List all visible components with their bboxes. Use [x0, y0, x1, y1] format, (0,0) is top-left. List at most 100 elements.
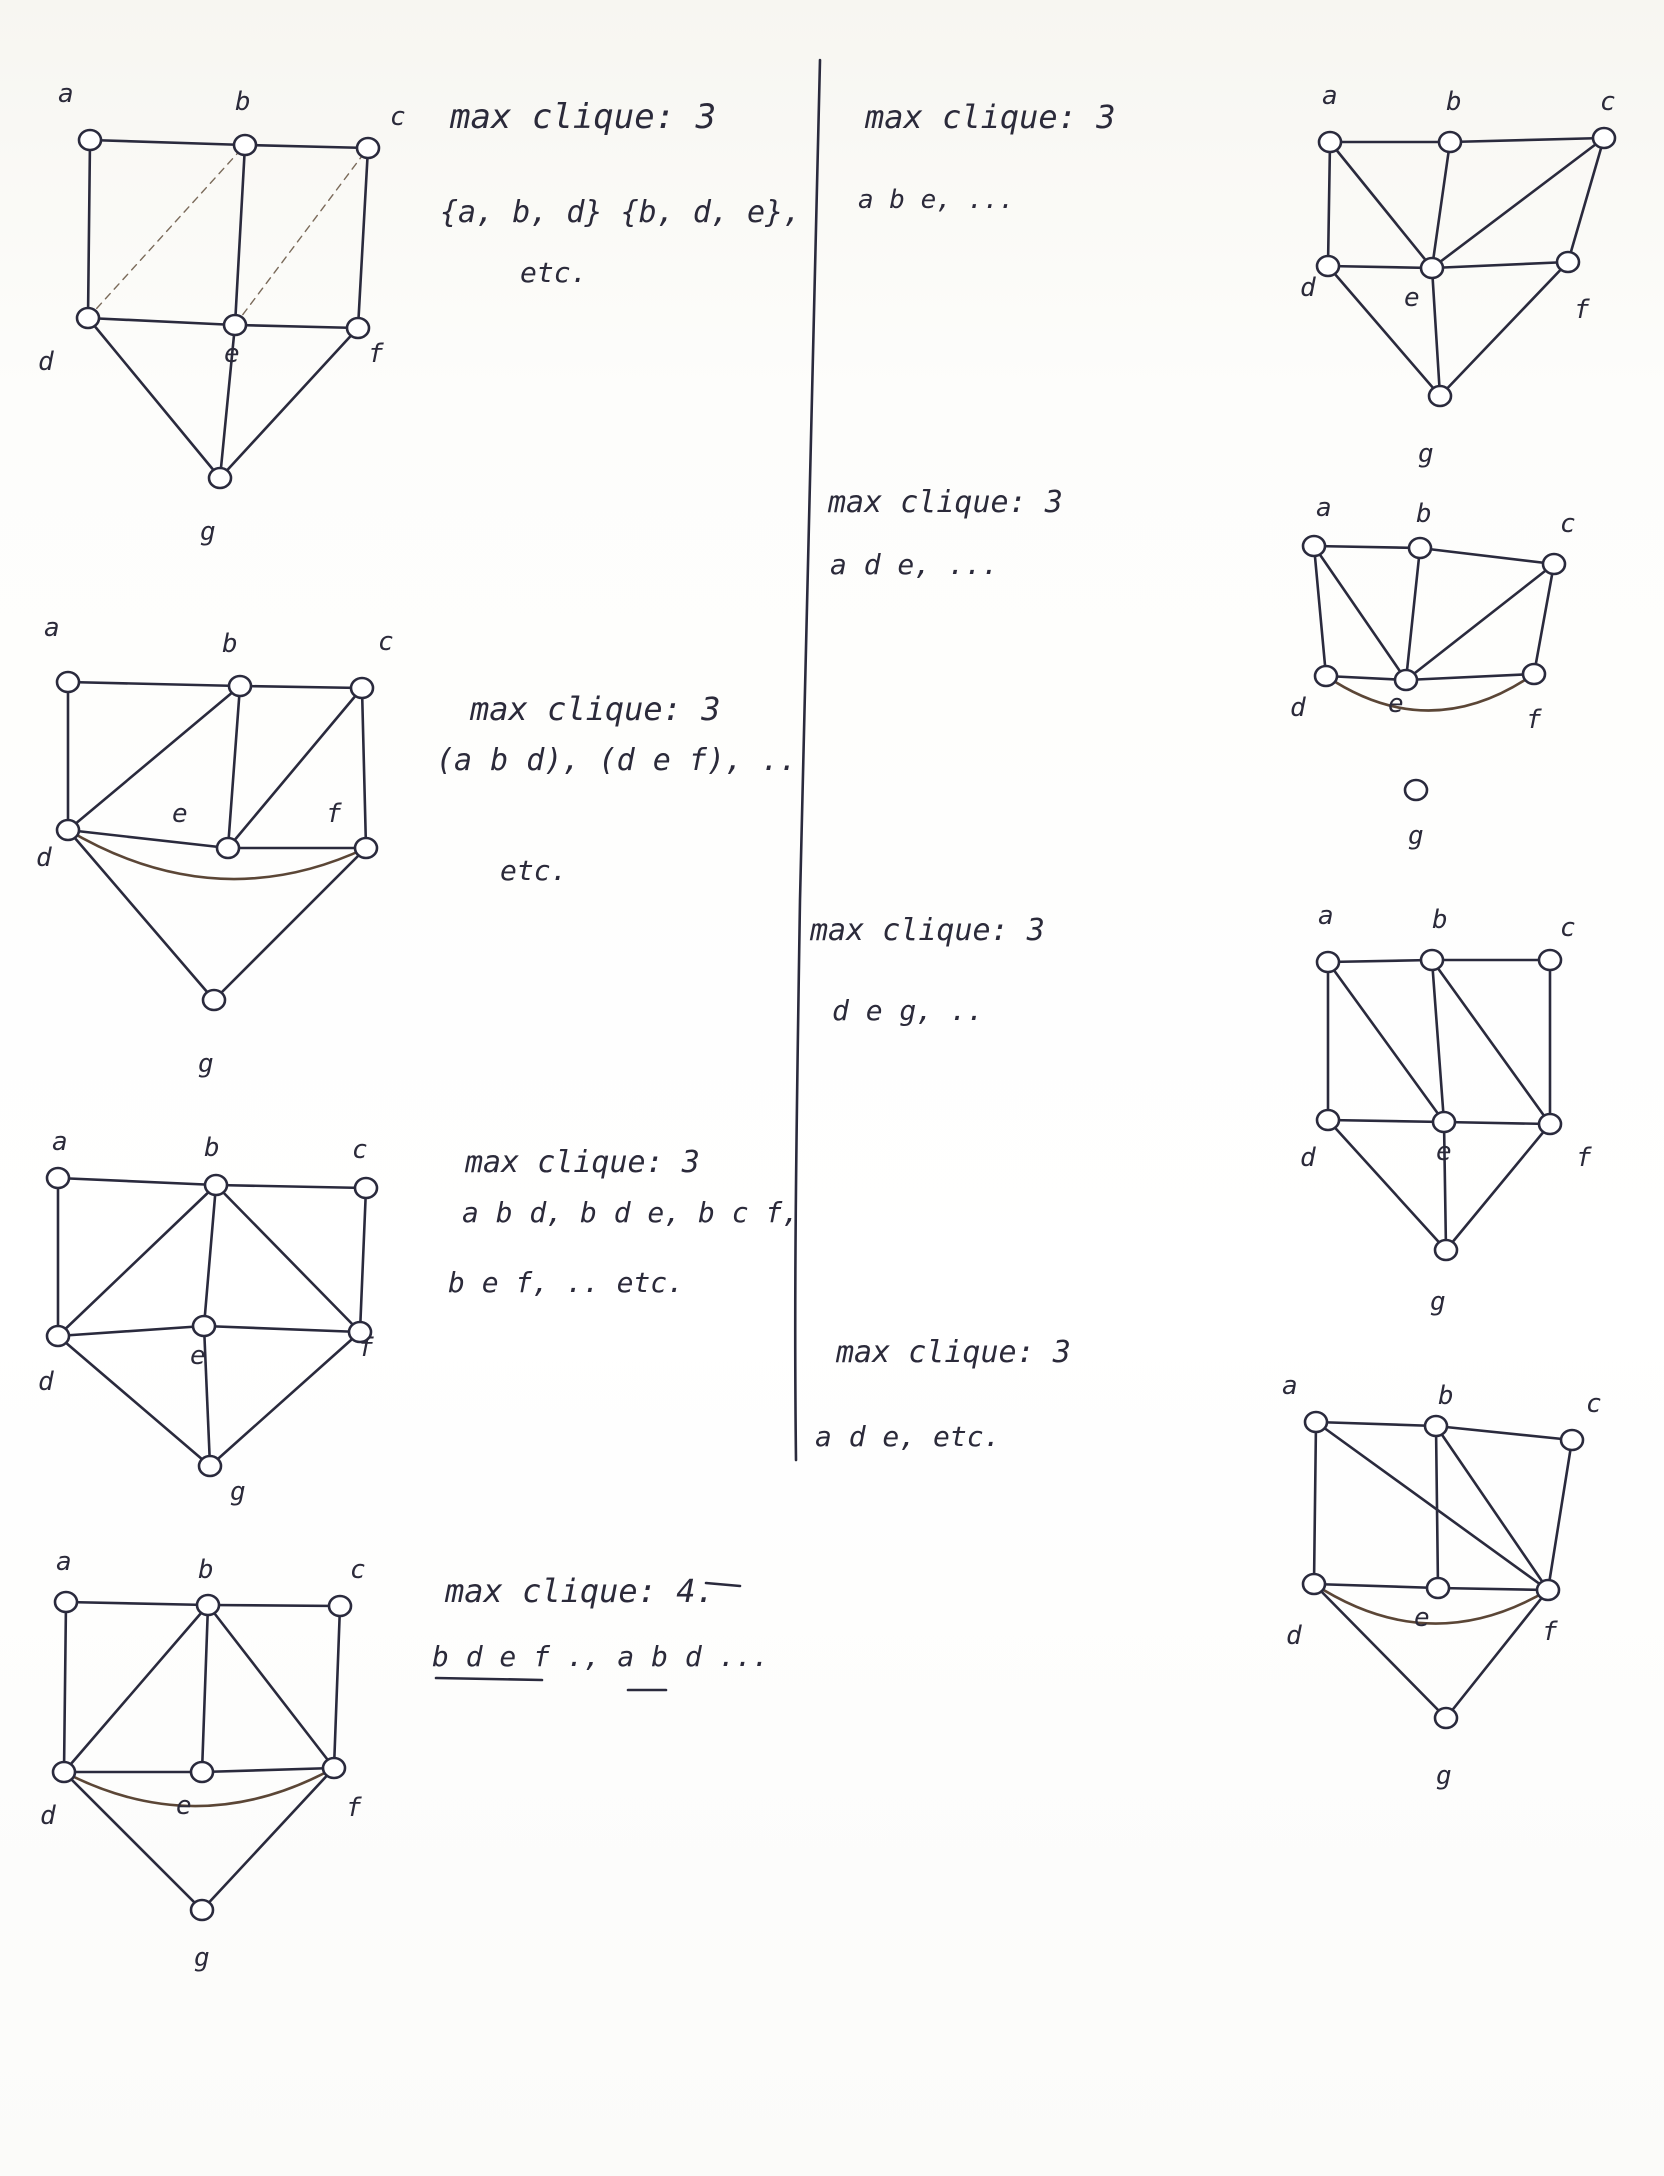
edge-ab — [1326, 958, 1434, 964]
node-label-c: c — [1560, 509, 1576, 539]
node-label-b: b — [1416, 499, 1432, 529]
edge-ad — [1326, 140, 1332, 268]
edge-bc — [214, 1183, 368, 1190]
edge-ab — [1312, 544, 1422, 550]
node-c — [349, 676, 375, 700]
edge-ad — [86, 138, 92, 320]
edge-af — [1314, 1420, 1550, 1592]
edge-ce — [1404, 562, 1556, 682]
node-e — [222, 313, 248, 337]
node-label-e: e — [176, 1791, 192, 1821]
edge-de — [1326, 1118, 1446, 1124]
edge-de — [66, 828, 230, 850]
edge-be — [1430, 958, 1446, 1124]
note-line: a b e, ... — [858, 185, 1015, 215]
node-label-a: a — [1322, 81, 1338, 111]
node-f — [1537, 1112, 1563, 1136]
node-a — [53, 1590, 79, 1614]
note-block-5: max clique: 3 a b e, ... — [858, 98, 1115, 215]
edge-ef — [202, 1324, 362, 1334]
note-line: etc. — [500, 854, 567, 887]
node-d — [1301, 1572, 1327, 1596]
edge-cf — [356, 146, 370, 330]
note-line: max clique: 3 — [864, 98, 1115, 136]
edge-bd — [62, 1603, 210, 1774]
node-f — [353, 836, 379, 860]
node-c — [1591, 126, 1617, 150]
edge-dg — [1312, 1582, 1448, 1720]
node-label-g: g — [1436, 1761, 1452, 1791]
edge-ae — [1312, 544, 1408, 682]
edge-ad — [62, 1600, 68, 1774]
column-divider — [793, 58, 822, 1462]
node-label-e: e — [190, 1341, 206, 1371]
edge-be — [226, 684, 242, 850]
node-label-e: e — [1414, 1603, 1430, 1633]
curved-edge-df — [62, 1766, 336, 1808]
node-label-e: e — [1388, 689, 1404, 719]
node-label-g: g — [1418, 439, 1434, 469]
edge-ae — [1328, 140, 1434, 270]
node-label-f: f — [1526, 705, 1542, 735]
node-label-f: f — [346, 1793, 362, 1823]
node-label-g: g — [1430, 1287, 1446, 1317]
curved-edge-df — [66, 828, 368, 881]
node-c — [327, 1594, 353, 1618]
note-line: max clique: 3 — [469, 690, 720, 728]
node-d — [45, 1324, 71, 1348]
edge-ef — [233, 323, 360, 330]
node-e — [1419, 256, 1445, 280]
underline — [704, 1581, 742, 1588]
node-label-e: e — [172, 799, 188, 829]
note-line: b e f, .. etc. — [448, 1266, 684, 1299]
note-block-8: max clique: 3 a d e, etc. — [815, 1335, 1071, 1453]
edge-dg — [86, 316, 222, 480]
node-label-f: f — [1542, 1617, 1558, 1647]
note-line: max clique: 4. — [444, 1572, 715, 1610]
node-a — [55, 670, 81, 694]
node-label-c: c — [1586, 1389, 1602, 1419]
node-f — [347, 1320, 373, 1344]
edge-bc — [1418, 546, 1556, 566]
edge-bc — [1434, 1424, 1574, 1442]
edge-fg — [200, 1766, 336, 1912]
node-label-g: g — [1408, 821, 1424, 851]
edge-dg — [1326, 264, 1442, 398]
node-label-f: f — [1576, 1143, 1592, 1173]
edge-fg — [1438, 260, 1570, 398]
node-b — [203, 1173, 229, 1197]
edge-fg — [1444, 1588, 1550, 1720]
node-e — [189, 1760, 215, 1784]
edge-bc — [238, 684, 364, 690]
node-label-d: d — [36, 843, 52, 873]
underline — [434, 1676, 544, 1682]
node-g — [201, 988, 227, 1012]
node-label-c: c — [350, 1555, 366, 1585]
node-d — [1313, 664, 1339, 688]
node-a — [1301, 534, 1327, 558]
node-g — [1433, 1238, 1459, 1262]
edge-ab — [1314, 1420, 1438, 1428]
node-label-c: c — [1600, 87, 1616, 117]
edge-ef — [1404, 672, 1536, 682]
edge-cf — [360, 686, 368, 850]
node-label-a: a — [58, 79, 74, 109]
node-g — [1433, 1706, 1459, 1730]
node-label-c: c — [352, 1135, 368, 1165]
note-block-7: max clique: 3 d e g, .. — [809, 913, 1045, 1027]
edge-cf — [1532, 562, 1556, 676]
edge-bd — [56, 1183, 218, 1338]
note-line: max clique: 3 — [464, 1145, 700, 1180]
edge-de — [1324, 674, 1408, 682]
node-c — [1537, 948, 1563, 972]
node-label-c: c — [390, 102, 406, 132]
edge-eg — [218, 323, 237, 480]
edge-de — [1326, 264, 1434, 270]
node-f — [1521, 662, 1547, 686]
edge-bc — [243, 143, 370, 150]
node-f — [1555, 250, 1581, 274]
node-label-b: b — [235, 87, 251, 117]
edge-be — [1430, 140, 1452, 270]
edge-ad — [1312, 544, 1328, 678]
